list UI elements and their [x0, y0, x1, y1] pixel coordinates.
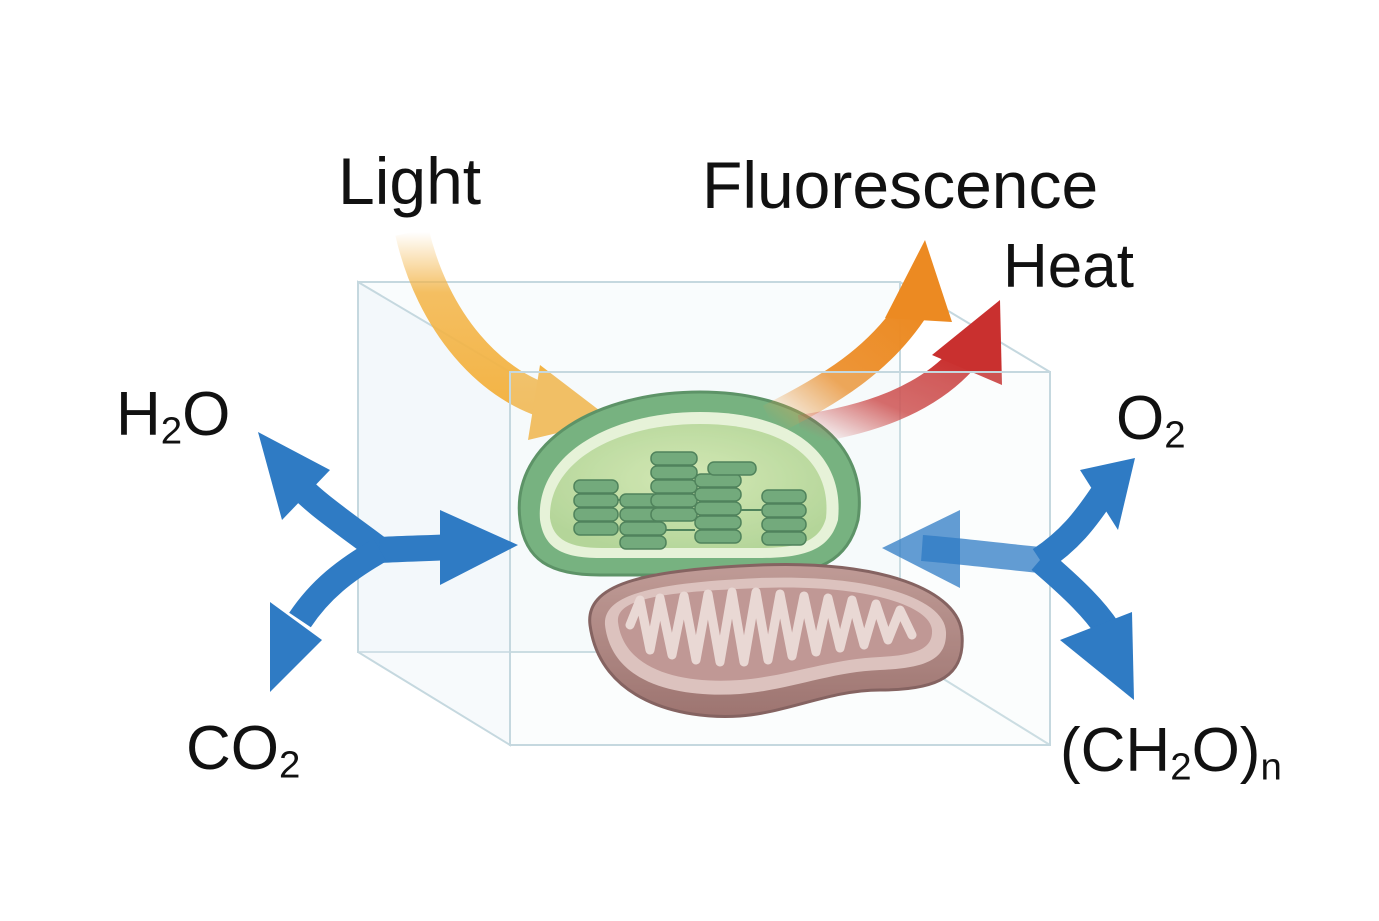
- right-exchange-arrows: [882, 458, 1135, 700]
- label-light: Light: [338, 148, 481, 214]
- chloroplast: [517, 390, 861, 577]
- label-light-text: Light: [338, 144, 482, 218]
- thylakoid-stacks: [573, 451, 807, 550]
- mitochondrion: [588, 562, 964, 718]
- label-ch2o-sub-n: n: [1260, 745, 1282, 789]
- label-fluorescence-text: Fluorescence: [702, 148, 1099, 222]
- left-exchange-arrows: [258, 432, 518, 692]
- label-o2: O2: [1116, 388, 1186, 455]
- label-ch2o-sub: 2: [1170, 745, 1192, 789]
- label-o2-main: O: [1116, 384, 1165, 453]
- label-co2-main: CO: [186, 714, 279, 783]
- label-h2o-tail: O: [182, 380, 231, 449]
- transparent-box-front: [509, 371, 1051, 746]
- label-heat-text: Heat: [1003, 232, 1134, 301]
- label-o2-sub: 2: [1164, 413, 1186, 457]
- label-ch2o-pre: (CH: [1060, 716, 1171, 785]
- label-heat: Heat: [1003, 236, 1134, 298]
- label-co2: CO2: [186, 718, 300, 785]
- label-ch2o-mid: O): [1191, 716, 1261, 785]
- label-fluorescence: Fluorescence: [702, 152, 1098, 218]
- label-h2o-sub: 2: [160, 409, 183, 453]
- label-h2o-main: H: [116, 380, 161, 449]
- label-h2o: H2O: [116, 384, 230, 451]
- heat-arrow: [797, 300, 1002, 445]
- label-ch2o-n: (CH2O)n: [1060, 720, 1282, 787]
- label-co2-sub: 2: [279, 743, 301, 787]
